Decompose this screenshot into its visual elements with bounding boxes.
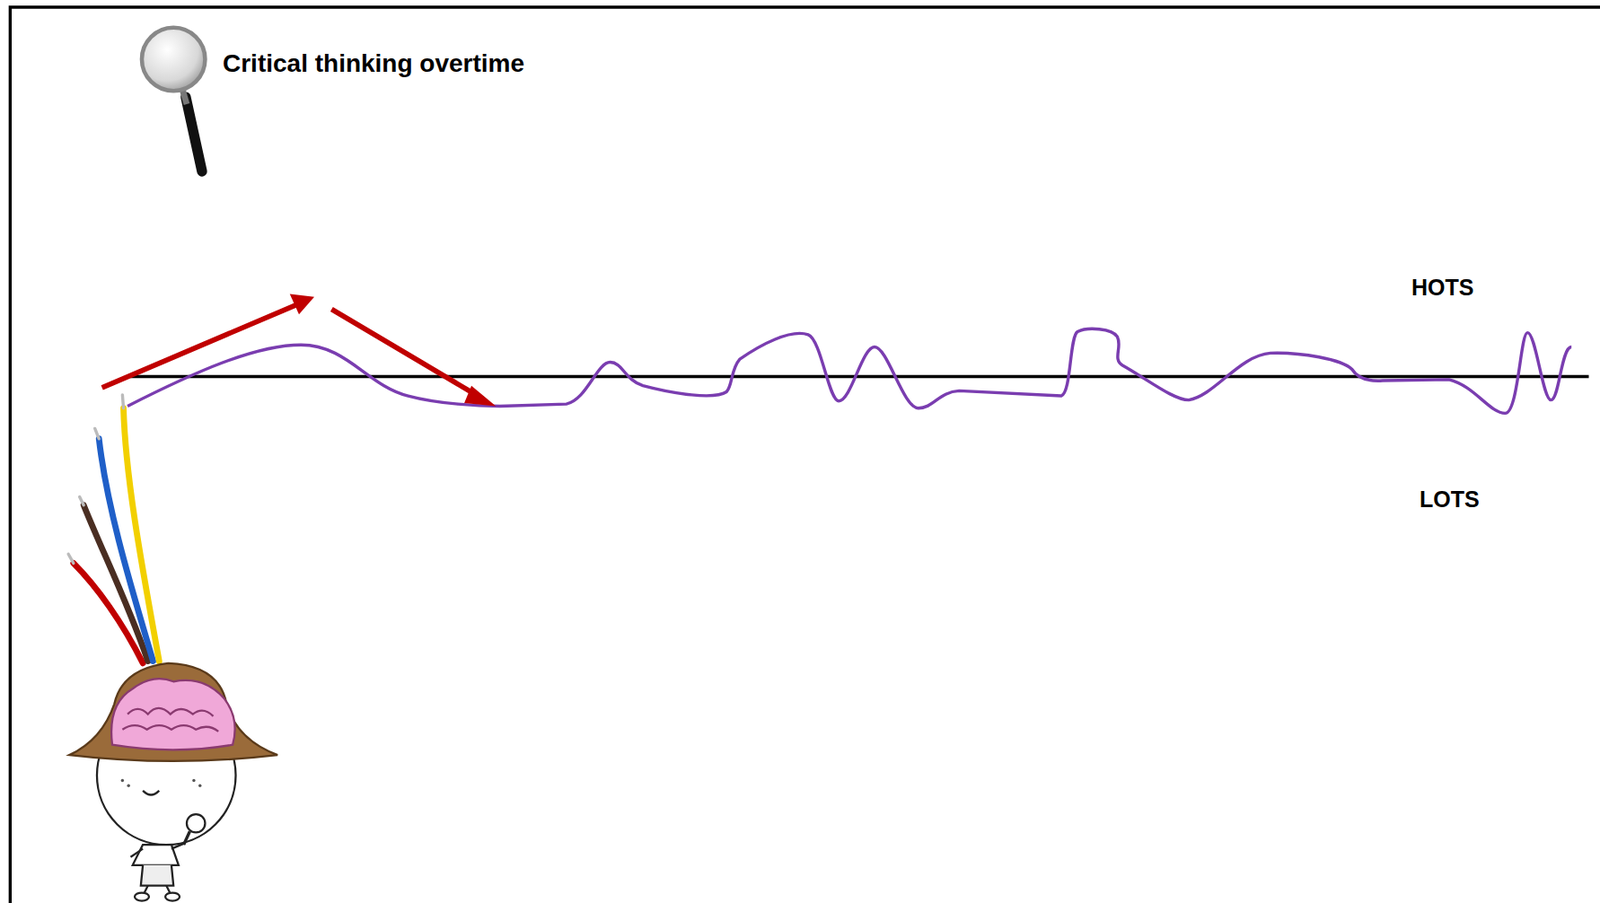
diagram-title: Critical thinking overtime: [222, 49, 525, 79]
frame: [9, 7, 1600, 903]
threshold-line: [130, 375, 1589, 379]
thinking-curve: [127, 328, 1572, 414]
magnifier-icon: [141, 27, 205, 172]
trend-arrows: [102, 293, 497, 406]
detective-kid: [69, 663, 278, 902]
brain-wires: [68, 395, 159, 664]
level-label: HOTS: [1411, 274, 1474, 301]
level-label: LOTS: [1419, 486, 1480, 513]
